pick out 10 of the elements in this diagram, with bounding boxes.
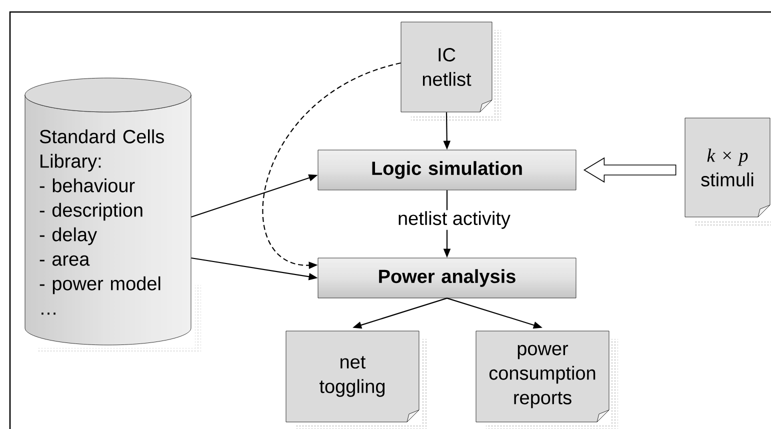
document-box: power consumption reports [476,330,610,422]
document-box: k × p stimuli [684,118,770,218]
arrow [262,62,401,269]
process-box: Logic simulation [318,150,576,190]
block-arrow [583,157,676,183]
edge-label: netlist activity [396,210,512,230]
document-box: net toggling [286,330,420,422]
document-box: IC netlist [400,22,492,112]
database-cylinder: Standard Cells Library: - behaviour - description - delay - area - power model … [24,78,192,346]
process-box: Power analysis [318,258,576,298]
